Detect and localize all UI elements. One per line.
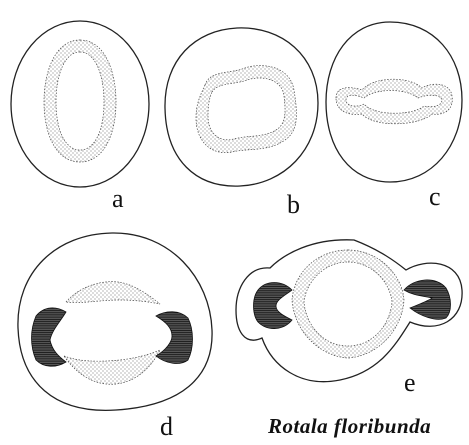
left-xylem-wedge-e bbox=[254, 283, 293, 329]
panel-label-e: e bbox=[404, 370, 416, 396]
cross-section-e bbox=[236, 240, 462, 382]
panel-label-c: c bbox=[429, 184, 441, 210]
panel-label-d: d bbox=[160, 414, 173, 440]
vascular-ring-c bbox=[336, 79, 452, 124]
lower-phloem-band-d bbox=[64, 350, 160, 384]
panel-label-b: b bbox=[287, 192, 300, 218]
right-xylem-wedge-e bbox=[404, 280, 451, 319]
vascular-ring-b bbox=[196, 66, 296, 153]
panel-label-a: a bbox=[112, 186, 124, 212]
upper-phloem-band-d bbox=[66, 282, 160, 304]
vascular-ring-e bbox=[292, 250, 404, 358]
cross-section-a bbox=[11, 21, 149, 187]
cross-section-c bbox=[326, 22, 462, 182]
right-xylem-wedge-d bbox=[156, 312, 193, 364]
species-caption: Rotala floribunda bbox=[268, 414, 431, 439]
vascular-ring-a bbox=[44, 40, 116, 162]
left-xylem-wedge-d bbox=[32, 308, 67, 366]
cross-section-b bbox=[165, 28, 318, 186]
cross-section-d bbox=[18, 233, 212, 410]
